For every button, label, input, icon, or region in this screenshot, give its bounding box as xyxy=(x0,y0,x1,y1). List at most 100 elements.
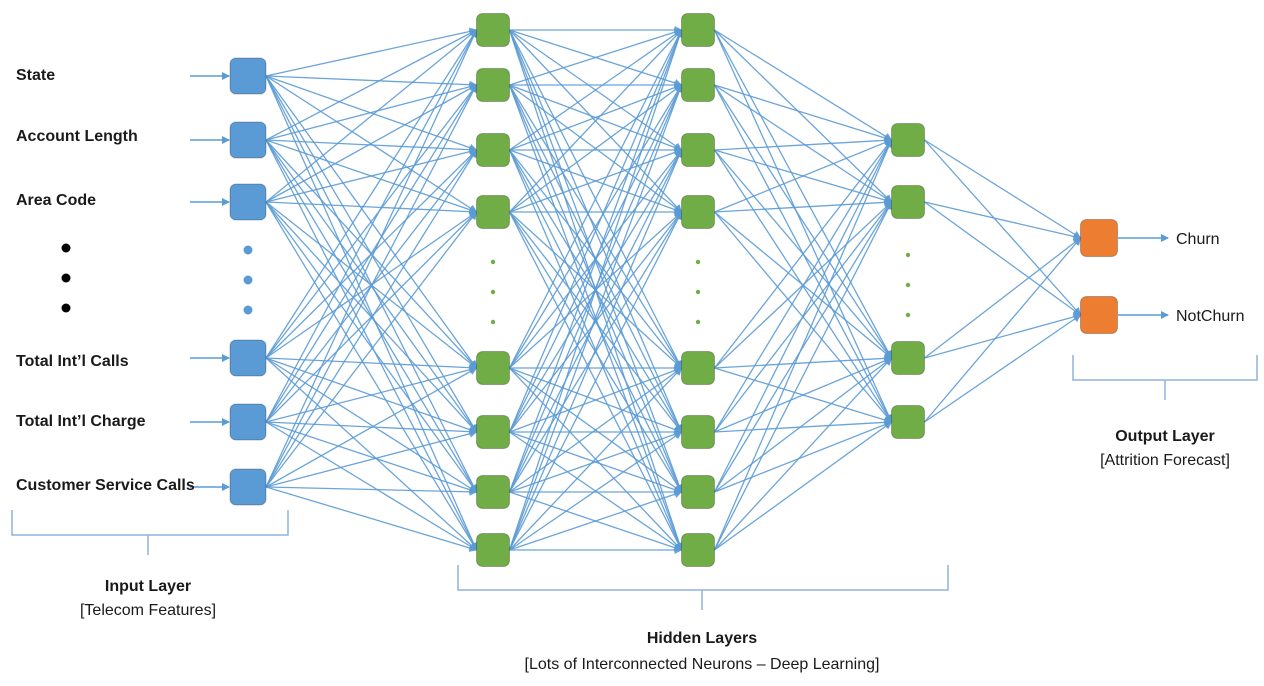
hidden3-node xyxy=(891,123,925,157)
hidden-layers-brace xyxy=(457,565,949,610)
connection-edge xyxy=(265,139,478,154)
connection-edge xyxy=(924,201,1082,316)
connection-edge xyxy=(265,421,478,551)
hidden3-node xyxy=(891,341,925,375)
connection-edge xyxy=(265,29,478,488)
ellipsis-dot xyxy=(243,275,253,285)
connection-edge xyxy=(714,354,893,369)
connection-edge xyxy=(265,84,478,423)
feature-label-intl-calls: Total Int’l Calls xyxy=(16,353,129,370)
hidden2-node xyxy=(681,195,715,229)
connection-edge xyxy=(714,29,893,203)
connection-edge xyxy=(714,421,893,551)
connection-edge xyxy=(714,29,893,141)
connection-edge xyxy=(265,29,478,359)
hidden2-node xyxy=(681,415,715,449)
connection-edge xyxy=(714,84,893,142)
connection-edge xyxy=(714,84,893,203)
feature-label-account-length: Account Length xyxy=(16,128,138,145)
connection-edge xyxy=(714,420,893,493)
connection-edge xyxy=(265,147,478,203)
hidden1-node xyxy=(476,133,510,167)
connection-edge xyxy=(713,139,893,433)
ellipsis-dot xyxy=(61,243,71,253)
connection-edge xyxy=(509,490,683,551)
hidden2-node xyxy=(681,533,715,567)
output-node xyxy=(1080,219,1118,257)
input-layer-title: Input Layer xyxy=(104,578,192,595)
hidden2-node xyxy=(681,475,715,509)
connection-edge xyxy=(508,149,683,551)
connection-edge xyxy=(508,84,683,369)
connection-edge xyxy=(265,149,478,488)
connection-edge xyxy=(509,28,683,86)
connection-edge xyxy=(713,139,893,493)
connection-edge xyxy=(924,139,1082,316)
ellipsis-dot xyxy=(695,319,701,325)
connection-edge xyxy=(265,486,478,496)
connection-edge xyxy=(924,201,1082,241)
hidden1-node xyxy=(476,415,510,449)
hidden1-node xyxy=(476,195,510,229)
connection-edge xyxy=(265,211,478,423)
connection-edge xyxy=(508,84,683,551)
hidden2-node xyxy=(681,351,715,385)
hidden-layers-subtitle: [Lots of Interconnected Neurons – Deep L… xyxy=(524,656,880,673)
connection-edge xyxy=(265,486,478,552)
output-layer-title: Output Layer xyxy=(1115,428,1215,445)
input-node xyxy=(229,403,267,441)
connection-edge xyxy=(924,139,1082,239)
connection-edge xyxy=(265,84,478,359)
connection-edge xyxy=(508,29,683,433)
output-layer-brace xyxy=(1072,355,1258,400)
connection-edge xyxy=(924,314,1082,423)
connection-edge xyxy=(713,139,893,551)
hidden1-node xyxy=(476,475,510,509)
hidden3-node xyxy=(891,405,925,439)
input-node xyxy=(229,339,267,377)
ellipsis-dot xyxy=(905,282,911,288)
output-label-churn: Churn xyxy=(1176,231,1220,248)
connection-edge xyxy=(265,29,478,423)
connection-edge xyxy=(713,29,893,423)
connection-edge xyxy=(265,367,478,488)
connection-edge xyxy=(509,367,683,551)
feature-label-intl-charge: Total Int’l Charge xyxy=(16,413,146,430)
connection-edge xyxy=(265,211,478,488)
connection-edge xyxy=(265,84,478,203)
connection-edge xyxy=(713,29,893,359)
output-label-notchurn: NotChurn xyxy=(1176,308,1245,325)
connection-edge xyxy=(714,198,893,213)
connection-edge xyxy=(924,237,1082,423)
connection-edge xyxy=(924,237,1082,359)
input-layer-brace xyxy=(11,510,289,555)
connection-edge xyxy=(265,365,478,423)
connection-edge xyxy=(265,429,478,488)
ellipsis-dot xyxy=(61,303,71,313)
connection-edge xyxy=(265,139,478,493)
connection-edge xyxy=(265,84,478,488)
ellipsis-dot xyxy=(695,259,701,265)
connection-edge xyxy=(265,29,478,141)
ellipsis-dot xyxy=(490,259,496,265)
connection-edge xyxy=(508,29,684,551)
connection-edge xyxy=(265,139,478,551)
connection-edge xyxy=(265,29,478,203)
input-node xyxy=(229,57,267,95)
connection-edge xyxy=(508,211,683,551)
connection-edge xyxy=(924,313,1082,359)
connection-edge xyxy=(509,29,683,151)
input-node xyxy=(229,121,267,159)
connection-edge xyxy=(508,29,683,369)
connection-edge xyxy=(714,357,893,433)
hidden-layers-title: Hidden Layers xyxy=(646,630,758,647)
connection-edge xyxy=(714,138,893,213)
connection-edge xyxy=(265,201,478,493)
connection-edge xyxy=(508,84,683,433)
connection-edge xyxy=(265,75,478,493)
ellipsis-dot xyxy=(61,273,71,283)
feature-label-area-code: Area Code xyxy=(16,192,97,209)
hidden2-node xyxy=(681,13,715,47)
hidden1-node xyxy=(476,351,510,385)
